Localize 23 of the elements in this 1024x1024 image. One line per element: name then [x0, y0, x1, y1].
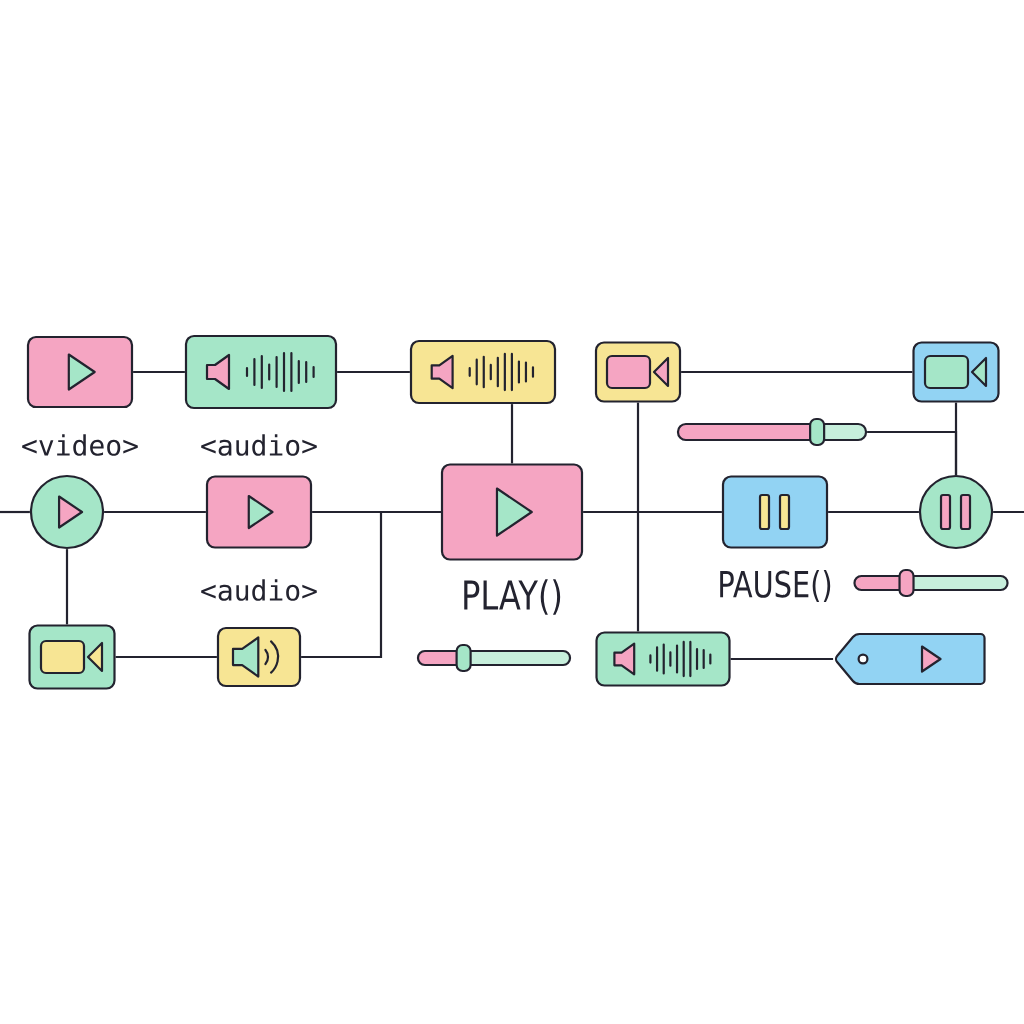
- code-label: <audio>: [201, 579, 317, 601]
- connector: [337, 370, 410, 374]
- connector: [104, 510, 206, 514]
- connector: [867, 430, 958, 475]
- connector: [828, 510, 919, 514]
- code-label: PLAY(): [464, 579, 561, 615]
- connector: [510, 404, 514, 464]
- slider: [676, 417, 868, 447]
- connector: [115, 655, 217, 659]
- connector: [65, 549, 69, 625]
- connector: [730, 657, 834, 661]
- connector: [681, 370, 913, 374]
- code-label: <video>: [22, 434, 138, 456]
- connector: [993, 510, 1024, 514]
- code-label: <audio>: [201, 434, 317, 456]
- connector: [133, 370, 185, 374]
- connector: [636, 402, 640, 632]
- connector: [301, 510, 441, 659]
- connector: [0, 510, 30, 514]
- code-label: PAUSE(): [720, 570, 831, 603]
- slider: [853, 568, 1009, 598]
- connector: [583, 510, 722, 514]
- slider: [416, 643, 572, 673]
